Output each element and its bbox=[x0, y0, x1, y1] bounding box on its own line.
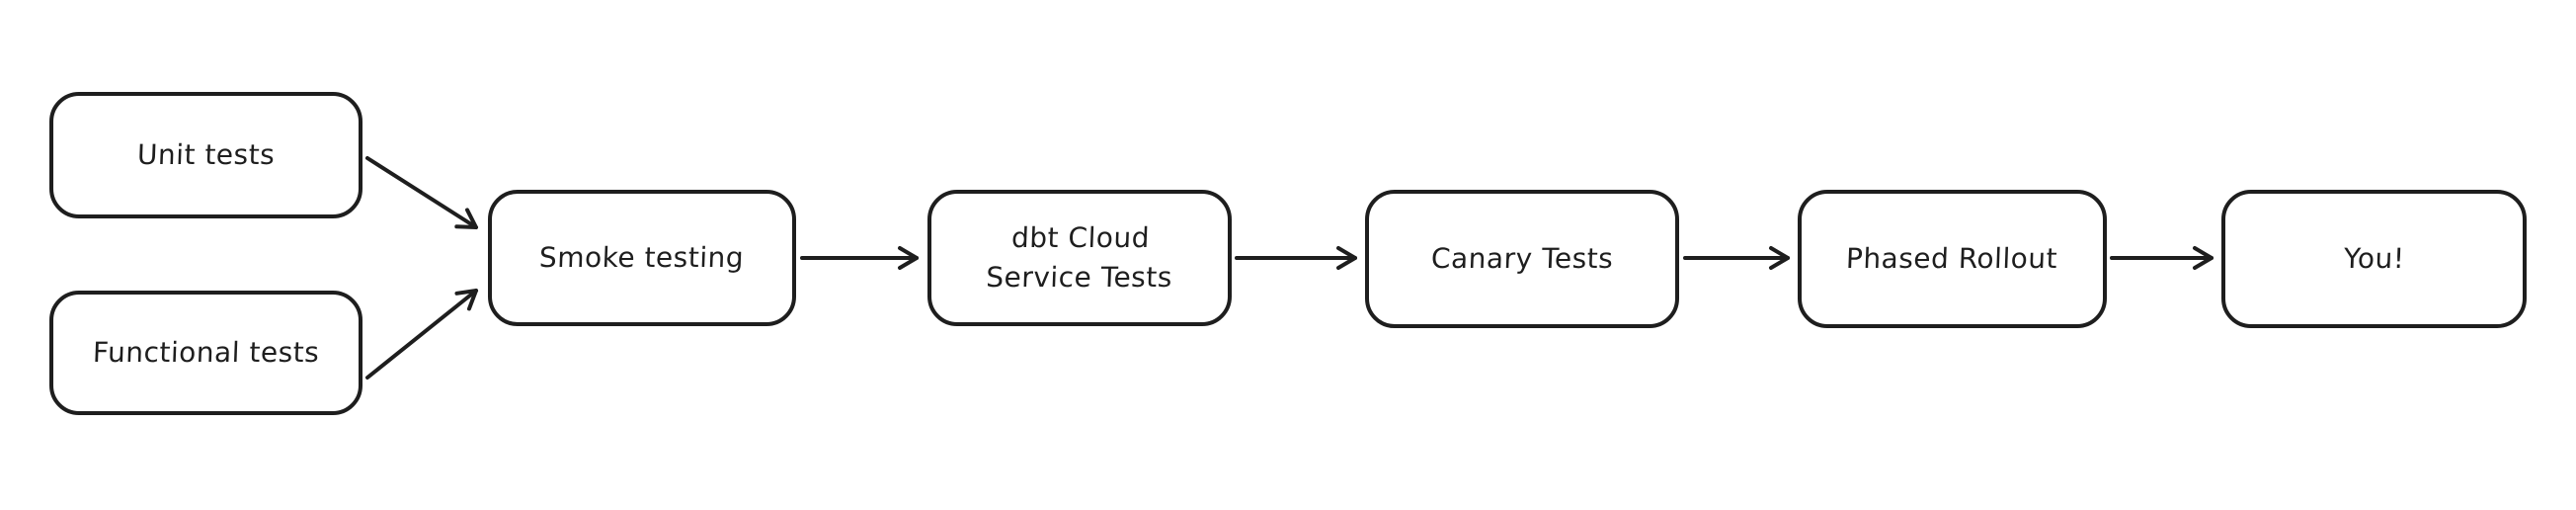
node-smoke-testing-label: Smoke testing bbox=[538, 241, 746, 275]
node-unit-tests: Unit tests bbox=[49, 92, 362, 218]
node-functional-tests: Functional tests bbox=[49, 291, 362, 415]
arrow-unit-tests-to-smoke-testing bbox=[365, 156, 478, 229]
arrow-functional-tests-to-smoke-testing bbox=[365, 289, 478, 380]
node-you-label: You! bbox=[2343, 242, 2405, 276]
node-smoke-testing: Smoke testing bbox=[488, 190, 796, 326]
node-you: You! bbox=[2221, 190, 2527, 328]
node-canary-tests: Canary Tests bbox=[1365, 190, 1679, 328]
node-dbt-cloud-service-tests: dbt Cloud Service Tests bbox=[927, 190, 1232, 326]
node-functional-tests-label: Functional tests bbox=[92, 336, 320, 370]
node-phased-rollout-label: Phased Rollout bbox=[1845, 242, 2059, 276]
node-unit-tests-label: Unit tests bbox=[136, 138, 276, 172]
node-phased-rollout: Phased Rollout bbox=[1798, 190, 2107, 328]
node-dbt-cloud-service-tests-label: dbt Cloud Service Tests bbox=[985, 221, 1173, 294]
node-canary-tests-label: Canary Tests bbox=[1430, 242, 1614, 276]
